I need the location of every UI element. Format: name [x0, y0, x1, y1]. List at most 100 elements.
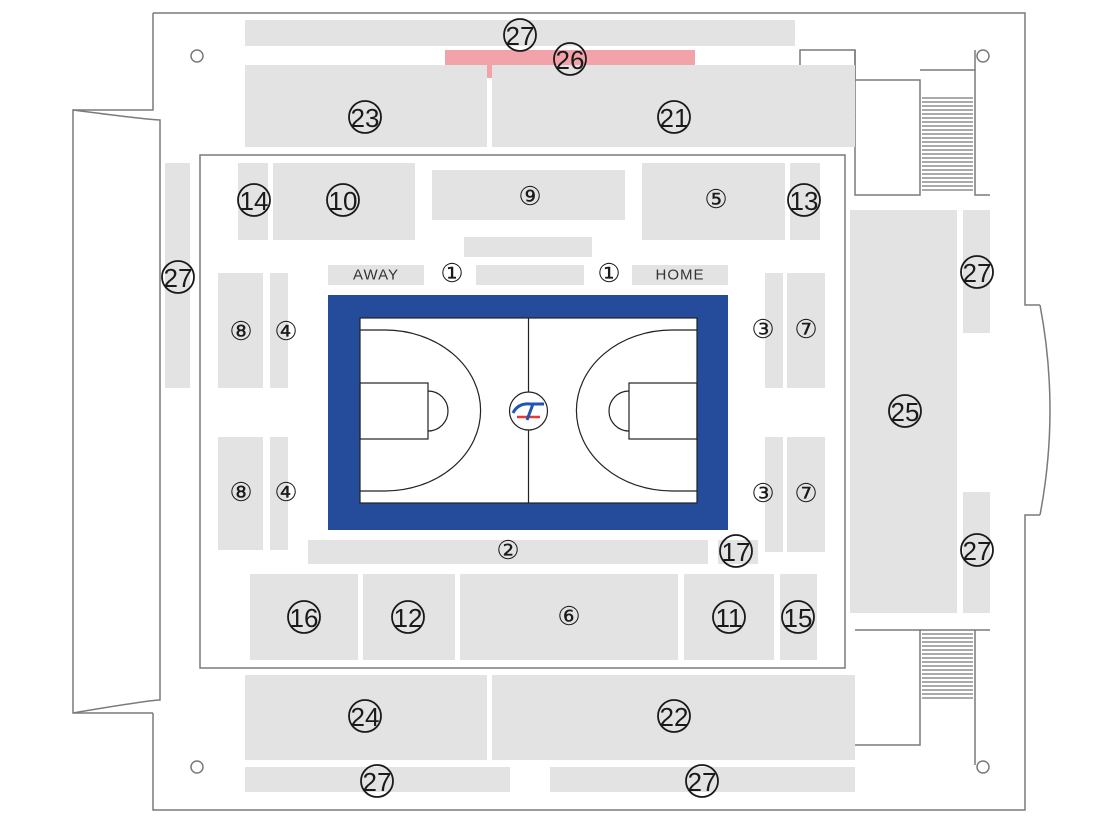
label-10: 10 — [326, 183, 360, 217]
bench-home[interactable] — [632, 265, 728, 285]
label-1-away: ① — [440, 258, 463, 288]
seat-block-9[interactable] — [432, 170, 625, 220]
svg-text:25: 25 — [891, 397, 920, 427]
pillar-icon — [976, 760, 990, 774]
label-12: 12 — [391, 600, 425, 634]
label-11: 11 — [712, 600, 746, 634]
svg-text:27: 27 — [963, 536, 992, 566]
floor-outline — [199, 154, 846, 669]
stairs-bottom-steps — [922, 633, 973, 699]
pillar-icon — [190, 760, 204, 774]
seat-block-15[interactable] — [780, 574, 817, 660]
svg-text:26: 26 — [556, 45, 585, 75]
label-8-lower: ⑧ — [229, 477, 252, 507]
label-5: ⑤ — [704, 184, 727, 214]
seat-block-27-right-upper[interactable] — [963, 210, 990, 333]
seat-block-27-bottom-right[interactable] — [550, 767, 855, 792]
basketball-court — [328, 295, 728, 530]
seat-block-27-bottom-left[interactable] — [245, 767, 510, 792]
svg-text:11: 11 — [716, 603, 743, 633]
svg-text:23: 23 — [351, 103, 380, 133]
svg-text:14: 14 — [240, 186, 269, 216]
arena-outline — [72, 12, 1051, 811]
bench-home-label: HOME — [656, 267, 705, 284]
seat-block-11[interactable] — [684, 574, 774, 660]
stairs-bottom-right — [855, 629, 990, 765]
label-7-lower: ⑦ — [794, 478, 817, 508]
seat-block-14[interactable] — [238, 163, 268, 240]
label-27-right-upper: 27 — [960, 255, 994, 289]
seat-block-6[interactable] — [460, 574, 678, 660]
svg-text:10: 10 — [329, 186, 358, 216]
svg-text:27: 27 — [363, 767, 392, 797]
bench-away[interactable] — [328, 265, 424, 285]
seat-block-3-upper[interactable] — [765, 273, 783, 388]
svg-text:21: 21 — [660, 103, 689, 133]
seat-block-7-upper[interactable] — [787, 273, 825, 388]
label-22: 22 — [657, 699, 691, 733]
label-7-upper: ⑦ — [794, 314, 817, 344]
label-17: 17 — [719, 534, 753, 568]
svg-text:22: 22 — [660, 702, 689, 732]
seat-block-27-top[interactable] — [245, 20, 795, 46]
section-labels: 27 26 23 21 14 10 ⑨ ⑤ 13 27 27 25 27 ① ①… — [161, 18, 994, 798]
seat-block-27-left[interactable] — [165, 163, 190, 388]
svg-text:27: 27 — [506, 21, 535, 51]
label-3-lower: ③ — [751, 478, 774, 508]
label-1-home: ① — [597, 258, 620, 288]
label-27-bottom-right: 27 — [685, 764, 719, 798]
seat-block-16[interactable] — [250, 574, 358, 660]
svg-text:13: 13 — [790, 186, 819, 216]
label-16: 16 — [287, 600, 321, 634]
label-24: 24 — [348, 699, 382, 733]
label-27-bottom-left: 27 — [360, 764, 394, 798]
svg-text:15: 15 — [784, 603, 813, 633]
label-27-right-lower: 27 — [960, 533, 994, 567]
label-6: ⑥ — [557, 601, 580, 631]
seat-block-10[interactable] — [273, 163, 415, 240]
seat-block-22[interactable] — [492, 675, 855, 760]
stairs-top-steps — [922, 97, 973, 191]
label-27-left: 27 — [161, 260, 195, 294]
svg-text:27: 27 — [963, 258, 992, 288]
label-8-upper: ⑧ — [229, 316, 252, 346]
label-26: 26 — [553, 42, 587, 76]
label-14: 14 — [237, 183, 271, 217]
label-9: ⑨ — [518, 181, 541, 211]
seat-block-4-upper[interactable] — [270, 273, 288, 388]
seat-block-2[interactable] — [308, 540, 708, 564]
label-23: 23 — [348, 100, 382, 134]
label-4-lower: ④ — [274, 477, 297, 507]
seat-block-12[interactable] — [363, 574, 455, 660]
svg-text:27: 27 — [688, 767, 717, 797]
seat-block-3-lower[interactable] — [765, 437, 783, 552]
seat-block-4-lower[interactable] — [270, 437, 288, 550]
seat-block-25[interactable] — [850, 210, 957, 613]
label-15: 15 — [781, 600, 815, 634]
bench-away-label: AWAY — [353, 267, 399, 284]
seat-block-24[interactable] — [245, 675, 487, 760]
seat-block-27-right-lower[interactable] — [963, 492, 990, 613]
svg-text:27: 27 — [164, 263, 193, 293]
seat-block-13[interactable] — [790, 163, 820, 240]
table-officials-upper[interactable] — [464, 237, 592, 257]
seat-block-5[interactable] — [642, 163, 785, 240]
table-officials[interactable] — [476, 265, 584, 285]
label-4-upper: ④ — [274, 316, 297, 346]
label-25: 25 — [888, 394, 922, 428]
seat-block-8-upper[interactable] — [218, 273, 263, 388]
label-3-upper: ③ — [751, 314, 774, 344]
pillar-icon — [976, 49, 990, 63]
pillar-icon — [190, 49, 204, 63]
svg-text:24: 24 — [351, 702, 380, 732]
svg-text:12: 12 — [394, 603, 423, 633]
svg-text:16: 16 — [290, 603, 319, 633]
label-21: 21 — [657, 100, 691, 134]
team-logo-icon — [508, 391, 549, 431]
seat-block-7-lower[interactable] — [787, 437, 825, 552]
seat-block-8-lower[interactable] — [218, 437, 263, 550]
label-13: 13 — [787, 183, 821, 217]
label-2: ② — [496, 535, 519, 565]
svg-text:17: 17 — [722, 537, 751, 567]
